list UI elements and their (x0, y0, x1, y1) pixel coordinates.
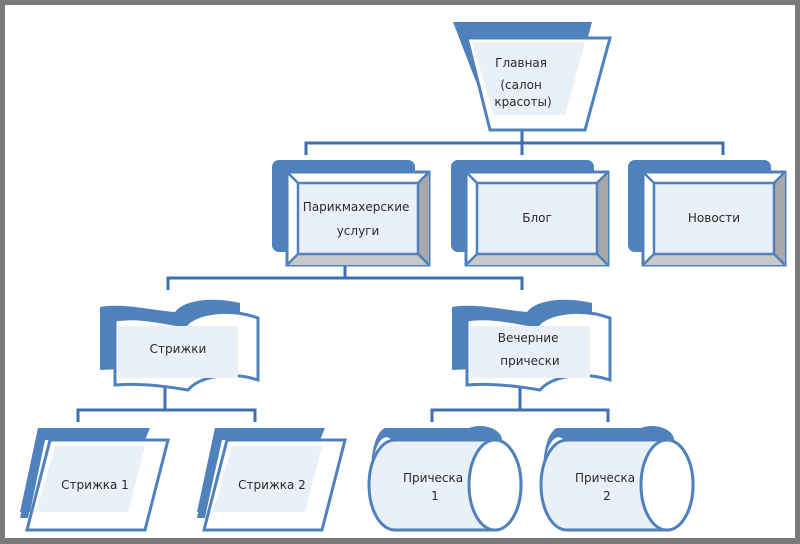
node-haircut2-fill (213, 446, 322, 512)
node-news[interactable]: Новости (628, 160, 787, 267)
node-hairstyle2-line-2: 2 (603, 489, 611, 503)
node-hair-services-line-1: Парикмахерские (303, 200, 410, 214)
node-blog-bevel-right (597, 172, 608, 265)
node-haircut1[interactable]: Стрижка 1 (20, 428, 170, 532)
connector-hair-services-to-level3 (166, 265, 524, 290)
node-hair-services-label: Парикмахерские услуги (303, 200, 413, 238)
node-blog-label: Блог (522, 211, 552, 225)
node-root-line-1: Главная (495, 56, 547, 70)
node-evening[interactable]: Вечерние прически (452, 299, 612, 392)
node-news-line-1: Новости (688, 211, 740, 225)
node-haircut1-fill (36, 446, 145, 512)
node-haircuts-fill (118, 326, 238, 378)
node-haircuts-label: Стрижки (150, 342, 207, 356)
node-blog-face (475, 181, 599, 256)
node-news-bevel-lines (642, 171, 786, 266)
node-hair-services-face (296, 181, 420, 256)
node-blog[interactable]: Блог (451, 160, 610, 267)
node-haircut1-shadow-left (20, 428, 46, 518)
node-haircuts[interactable]: Стрижки (100, 299, 260, 392)
node-hairstyle1-line-2: 1 (431, 489, 439, 503)
node-hair-services-bevel-lines (286, 171, 430, 266)
node-hairstyle2-line-1: Прическа (575, 471, 635, 485)
node-root-line-2: (салон (500, 78, 542, 92)
node-hair-services[interactable]: Парикмахерские услуги (272, 160, 431, 267)
node-news-face (652, 181, 776, 256)
node-hair-services-bevel-bottom (287, 254, 429, 265)
node-root[interactable]: Главная (салон красоты) (453, 22, 612, 132)
node-haircut1-line-1: Стрижка 1 (61, 478, 129, 492)
node-haircut2[interactable]: Стрижка 2 (197, 428, 347, 532)
node-blog-bevel-lines (465, 171, 609, 266)
node-haircut2-label: Стрижка 2 (238, 478, 306, 492)
node-root-fill (472, 42, 585, 115)
node-evening-line-1: Вечерние (498, 331, 559, 345)
connector-root-to-level2 (304, 130, 725, 155)
node-haircut1-label: Стрижка 1 (61, 478, 129, 492)
node-news-bevel-right (774, 172, 785, 265)
node-hairstyle1-label: Прическа 1 (403, 471, 467, 503)
node-hair-services-line-2: услуги (337, 224, 380, 238)
node-hair-services-bevel-right (418, 172, 429, 265)
node-haircut2-line-1: Стрижка 2 (238, 478, 306, 492)
node-news-bevel-bottom (643, 254, 785, 265)
node-blog-line-1: Блог (522, 211, 552, 225)
node-news-label: Новости (688, 211, 740, 225)
connectors (76, 130, 725, 422)
connector-haircuts-to-children (76, 388, 257, 422)
node-hairstyle1[interactable]: Прическа 1 (367, 426, 523, 532)
node-haircut2-shadow (197, 428, 325, 512)
node-haircut1-shadow (20, 428, 150, 512)
node-haircut2-shadow-left (197, 428, 223, 518)
node-hairstyle1-line-1: Прическа (403, 471, 463, 485)
node-hairstyle2-end-cap (639, 438, 695, 532)
node-evening-line-2: прически (500, 354, 559, 368)
node-hairstyle2-label: Прическа 2 (575, 471, 639, 503)
node-blog-bevel-bottom (466, 254, 608, 265)
node-root-line-3: красоты) (494, 95, 551, 109)
node-evening-fill (470, 326, 590, 378)
node-evening-label: Вечерние прически (498, 331, 563, 368)
node-root-label: Главная (салон красоты) (494, 56, 551, 109)
node-hairstyle1-end-cap (467, 438, 523, 532)
connector-evening-to-children (430, 388, 610, 422)
node-hairstyle2[interactable]: Прическа 2 (539, 426, 695, 532)
node-haircuts-line-1: Стрижки (150, 342, 207, 356)
